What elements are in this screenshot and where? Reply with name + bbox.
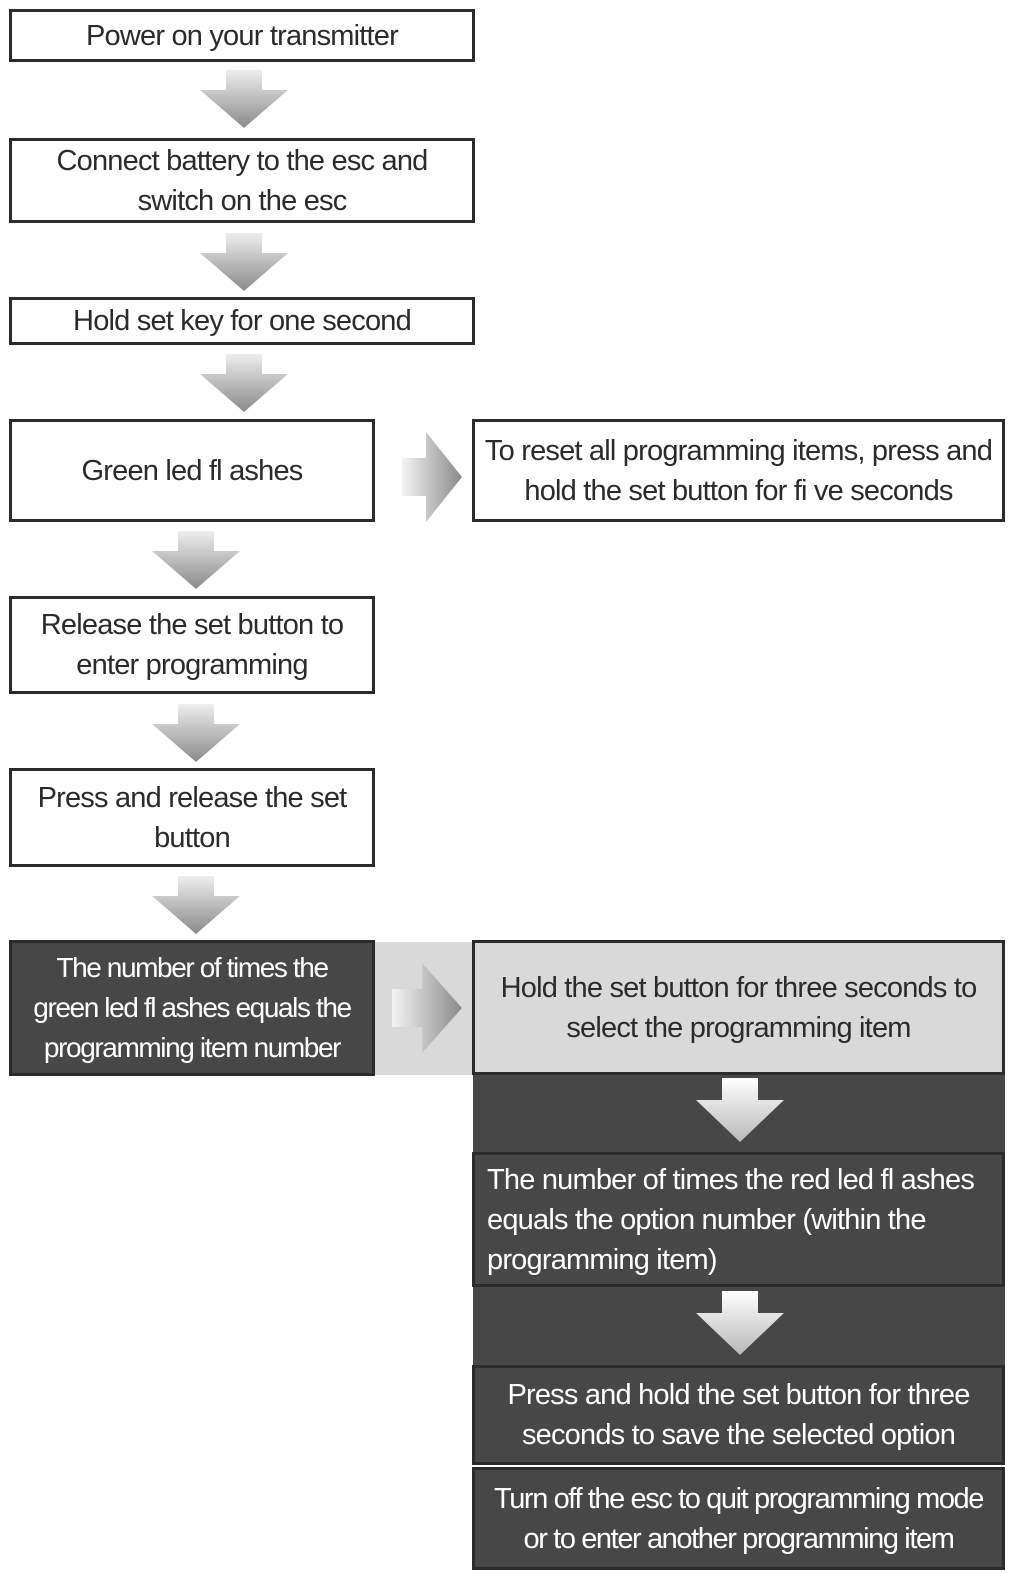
step-label: Turn off the esc to quit programming mod… (493, 1482, 984, 1555)
down-arrow-5 (152, 704, 240, 762)
step-green-led-flashes: Green led fl ashes (9, 419, 375, 522)
step-hold-set-key: Hold set key for one second (9, 297, 475, 345)
step-press-release-set: Press and release the set button (9, 768, 375, 867)
step-label: Press and release the set button (37, 781, 348, 854)
step-label: To reset all programming items, press an… (484, 434, 993, 507)
down-arrow-1 (200, 70, 288, 128)
step-label: Release the set button to enter programm… (40, 609, 344, 681)
down-arrow-3 (200, 354, 288, 412)
step-label: Green led fl ashes (81, 454, 304, 487)
right-arrow-reset (402, 432, 462, 522)
step-select-programming-item: Hold the set button for three seconds to… (472, 940, 1005, 1075)
step-release-set-button: Release the set button to enter programm… (9, 596, 375, 694)
step-green-led-count: The number of times the green led fl ash… (9, 940, 375, 1076)
down-arrow-6 (152, 876, 240, 934)
down-arrow-2 (200, 233, 288, 291)
step-red-led-count: The number of times the red led fl ashes… (472, 1152, 1005, 1287)
step-label: Press and hold the set button for three … (507, 1379, 970, 1451)
step-connect-battery: Connect battery to the esc and switch on… (9, 138, 475, 223)
down-arrow-8 (696, 1291, 784, 1355)
step-reset-all-items: To reset all programming items, press an… (472, 419, 1005, 522)
down-arrow-4 (152, 531, 240, 589)
step-label: The number of times the green led fl ash… (33, 952, 352, 1063)
step-label: Connect battery to the esc and switch on… (56, 144, 429, 217)
right-arrow-select (392, 963, 462, 1053)
step-save-option: Press and hold the set button for three … (472, 1365, 1005, 1465)
step-label: Hold set key for one second (73, 305, 412, 337)
down-arrow-7 (696, 1078, 784, 1142)
step-label: Hold the set button for three seconds to… (500, 971, 978, 1044)
step-power-on-transmitter: Power on your transmitter (9, 9, 475, 62)
step-label: Power on your transmitter (85, 19, 399, 52)
step-turn-off-esc: Turn off the esc to quit programming mod… (472, 1467, 1005, 1570)
step-label: The number of times the red led fl ashes… (487, 1163, 975, 1276)
